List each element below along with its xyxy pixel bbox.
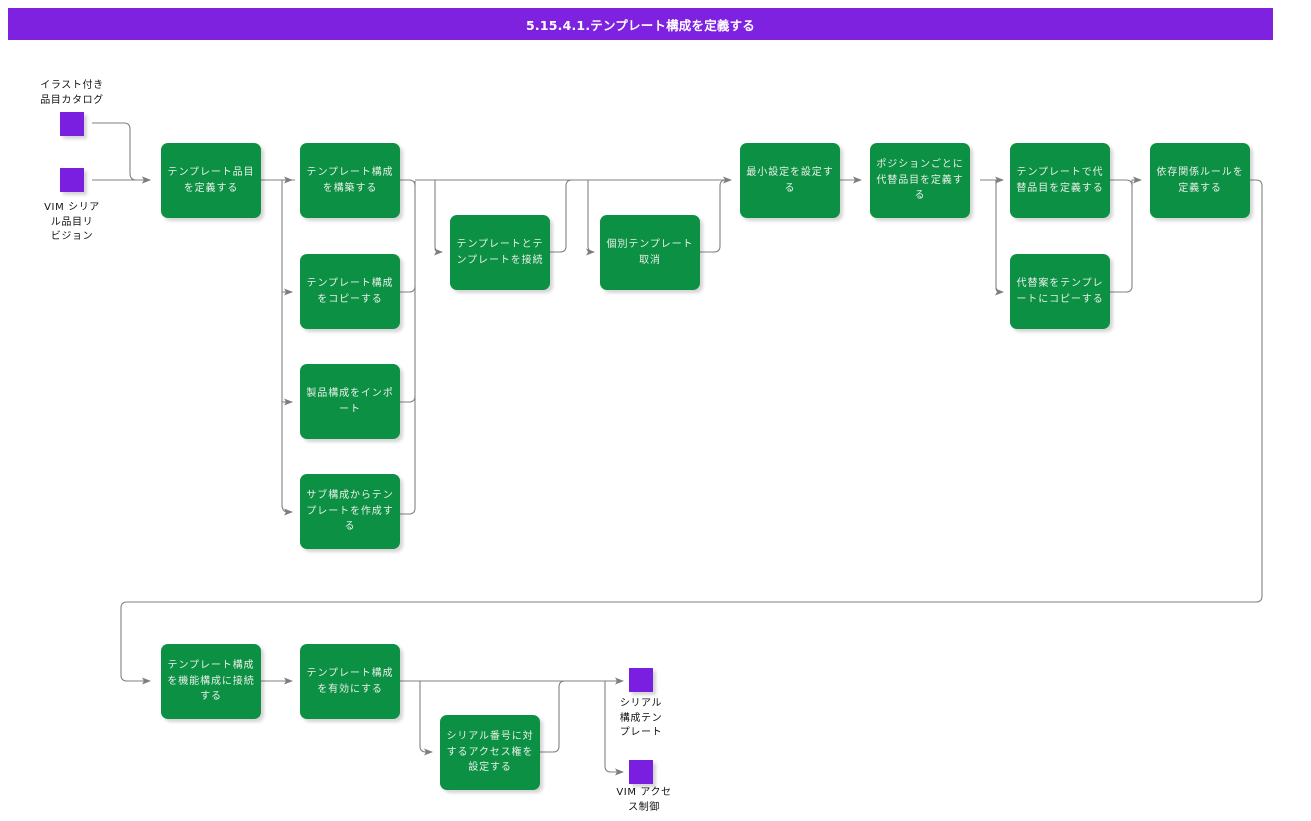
page-title: 5.15.4.1.テンプレート構成を定義する bbox=[525, 17, 755, 33]
data-node-label-illustrated-catalog: イラスト付き 品目カタログ bbox=[40, 80, 104, 106]
process-label: テンプレート構成をコピーする bbox=[306, 278, 394, 305]
page-title-bar: 5.15.4.1.テンプレート構成を定義する bbox=[8, 8, 1273, 40]
process-label: 代替案をテンプレートにコピーする bbox=[1016, 278, 1104, 305]
process-enable-template-config[interactable]: テンプレート構成を有効にする bbox=[300, 644, 400, 719]
process-label: ポジションごとに代替品目を定義する bbox=[876, 159, 964, 202]
data-node-label-serial-config-template: シリアル 構成テン プレート bbox=[619, 698, 663, 738]
process-label: テンプレート構成を構築する bbox=[306, 167, 394, 194]
process-label: 最小設定を設定する bbox=[746, 167, 834, 194]
data-node-vim-access-control[interactable] bbox=[629, 760, 653, 784]
process-define-sub-item-per-position[interactable]: ポジションごとに代替品目を定義する bbox=[870, 143, 970, 218]
process-define-sub-item-in-template[interactable]: テンプレートで代替品目を定義する bbox=[1010, 143, 1110, 218]
process-label: テンプレートで代替品目を定義する bbox=[1016, 167, 1104, 194]
process-build-template-config[interactable]: テンプレート構成を構築する bbox=[300, 143, 400, 218]
process-connect-template-to-function[interactable]: テンプレート構成を機能構成に接続する bbox=[161, 644, 261, 719]
data-node-label-vim-serial-item-revision: VIM シリア ル品目リ ビジョン bbox=[44, 202, 100, 242]
process-label: 製品構成をインポート bbox=[306, 388, 394, 415]
process-label: シリアル番号に対するアクセス権を設定する bbox=[446, 731, 534, 774]
process-label: テンプレート構成を機能構成に接続する bbox=[167, 660, 255, 703]
data-node-vim-serial-item-revision[interactable] bbox=[60, 168, 84, 192]
process-label: 個別テンプレート取消 bbox=[606, 239, 694, 266]
process-label: テンプレートとテンプレートを接続 bbox=[456, 239, 544, 266]
process-connect-template-to-template[interactable]: テンプレートとテンプレートを接続 bbox=[450, 215, 550, 290]
process-copy-alternative-to-template[interactable]: 代替案をテンプレートにコピーする bbox=[1010, 254, 1110, 329]
process-label: テンプレート構成を有効にする bbox=[306, 668, 394, 695]
process-create-template-from-sub[interactable]: サブ構成からテンプレートを作成する bbox=[300, 474, 400, 549]
data-node-label-vim-access-control: VIM アクセ ス制御 bbox=[616, 787, 672, 813]
process-set-minimum-config[interactable]: 最小設定を設定する bbox=[740, 143, 840, 218]
data-node-illustrated-catalog[interactable] bbox=[60, 112, 84, 136]
process-cancel-individual-template[interactable]: 個別テンプレート取消 bbox=[600, 215, 700, 290]
process-define-template-item[interactable]: テンプレート品目を定義する bbox=[161, 143, 261, 218]
process-copy-template-config[interactable]: テンプレート構成をコピーする bbox=[300, 254, 400, 329]
process-set-serial-access-right[interactable]: シリアル番号に対するアクセス権を設定する bbox=[440, 715, 540, 790]
process-import-product-config[interactable]: 製品構成をインポート bbox=[300, 364, 400, 439]
data-node-serial-config-template[interactable] bbox=[629, 668, 653, 692]
process-label: 依存関係ルールを定義する bbox=[1156, 167, 1244, 194]
process-define-dependency-rule[interactable]: 依存関係ルールを定義する bbox=[1150, 143, 1250, 218]
process-label: サブ構成からテンプレートを作成する bbox=[306, 490, 394, 533]
process-label: テンプレート品目を定義する bbox=[167, 167, 255, 194]
